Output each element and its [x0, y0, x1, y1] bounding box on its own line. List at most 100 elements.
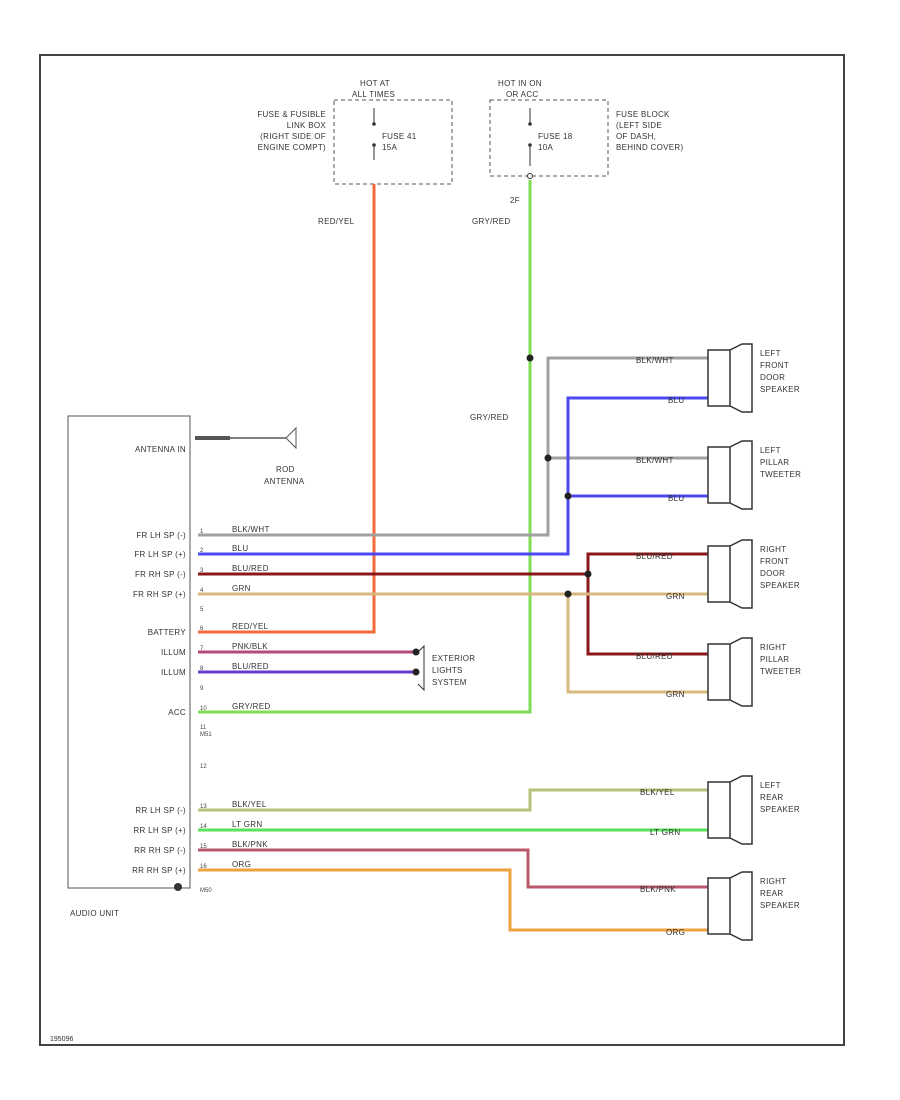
fuse-41-name: FUSE 41: [382, 132, 417, 141]
pin-name: ILLUM: [161, 668, 186, 677]
wire-label-org: ORG: [666, 928, 685, 937]
speaker-label: PILLAR: [760, 655, 789, 664]
wire-blu: [198, 396, 708, 556]
pin-number: 16: [200, 864, 207, 870]
fuse-41-outline: [333, 99, 453, 185]
pin-number: 12: [200, 764, 207, 770]
speaker-label: LEFT: [760, 446, 781, 455]
wire-org: [198, 868, 708, 932]
fuse-18-amps: 10A: [538, 143, 553, 152]
fuse-18-location-2: (LEFT SIDE: [616, 121, 662, 130]
footer-code: 195096: [50, 1036, 73, 1043]
speaker-label: SPEAKER: [760, 901, 800, 910]
splice-blu: [564, 492, 572, 500]
fuse-18-outline: [489, 99, 609, 177]
wire-label-blu-red-1: BLU/RED: [636, 552, 673, 561]
ground-terminal: [174, 883, 182, 891]
rod-antenna-label-1: ROD: [276, 465, 295, 474]
pin-number: 11: [200, 725, 207, 731]
pin-name: BATTERY: [148, 628, 187, 637]
pin-number: 6: [200, 626, 204, 632]
diagram-frame: [39, 54, 845, 1046]
speaker-icon: [707, 343, 753, 413]
fuse-18-location-3: OF DASH,: [616, 132, 656, 141]
wire-blk-yel: [198, 788, 708, 812]
speaker-label: SPEAKER: [760, 385, 800, 394]
pin-wire-label: LT GRN: [232, 820, 262, 829]
exterior-lights: EXTERIOR LIGHTS SYSTEM: [417, 644, 475, 692]
exterior-lights-label-2: LIGHTS: [432, 666, 463, 675]
speaker-label: RIGHT: [760, 643, 786, 652]
speaker-label: TWEETER: [760, 470, 801, 479]
wire-label-blk-pnk: BLK/PNK: [640, 885, 676, 894]
pin-number: 10: [200, 706, 207, 712]
pin-number: 4: [200, 588, 204, 594]
pin-number: 13: [200, 804, 207, 810]
speaker-label: REAR: [760, 889, 783, 898]
splice-blu-red-illum: [412, 668, 420, 676]
wire-label-grn-2: GRN: [666, 690, 685, 699]
pin-number: 14: [200, 824, 207, 830]
speaker-label: DOOR: [760, 569, 785, 578]
pin-wire-label: PNK/BLK: [232, 642, 268, 651]
pin-number: 9: [200, 686, 204, 692]
wire-blk-pnk: [198, 848, 708, 889]
pin-wire-label: RED/YEL: [232, 622, 269, 631]
speaker-icon: [707, 637, 753, 707]
pin-name: RR LH SP (-): [135, 806, 186, 815]
speaker-label: SPEAKER: [760, 581, 800, 590]
fuse-41-location-1: FUSE & FUSIBLE: [257, 110, 326, 119]
antenna-icon: [285, 426, 297, 450]
wires: [198, 180, 708, 932]
pin-number: 7: [200, 646, 204, 652]
wire-label-lt-grn: LT GRN: [650, 828, 680, 837]
fuse-18-hot-label-2: OR ACC: [506, 90, 538, 99]
splice-blk-wht: [544, 454, 552, 462]
speaker-label: LEFT: [760, 349, 781, 358]
pin-name: FR RH SP (-): [135, 570, 186, 579]
speaker-label: LEFT: [760, 781, 781, 790]
rod-antenna-label-2: ANTENNA: [264, 477, 305, 486]
fuse-18-location-4: BEHIND COVER): [616, 143, 683, 152]
fuse-18-contact-bottom: [528, 143, 532, 147]
fuse-41-hot-label-2: ALL TIMES: [352, 90, 395, 99]
pin-name: FR LH SP (-): [136, 531, 186, 540]
pin-wire-label: BLU/RED: [232, 564, 269, 573]
wire-label-gry-red-top: GRY/RED: [472, 217, 510, 226]
speaker-label: SPEAKER: [760, 805, 800, 814]
pin-wire-label: BLK/WHT: [232, 525, 270, 534]
wire-label-gry-red-mid: GRY/RED: [470, 413, 508, 422]
fuse-41-location-4: ENGINE COMPT): [258, 143, 326, 152]
pin-name: ACC: [168, 708, 186, 717]
exterior-lights-bracket: [417, 644, 425, 692]
fuse-41-contact-bottom: [372, 143, 376, 147]
pin-name: RR LH SP (+): [133, 826, 186, 835]
fuse-18-hot-label: HOT IN ON: [498, 79, 542, 88]
exterior-lights-label-1: EXTERIOR: [432, 654, 475, 663]
wire-label-blu-1: BLU: [668, 396, 684, 405]
speakers: LEFTFRONTDOORSPEAKERLEFTPILLARTWEETERRIG…: [707, 343, 801, 941]
fuse-41-box: HOT AT ALL TIMES FUSE 41 15A FUSE & FUSI…: [257, 79, 453, 185]
wire-red-yel: [198, 184, 376, 634]
splices: [412, 354, 592, 676]
pin-number: 8: [200, 666, 204, 672]
splice-blu-red: [584, 570, 592, 578]
pin-number: 15: [200, 844, 207, 850]
wire-blk-wht: [198, 356, 708, 537]
pin-wire-label: ORG: [232, 860, 251, 869]
splice-pnk-blk: [412, 648, 420, 656]
fuse-18-name: FUSE 18: [538, 132, 573, 141]
pin-name: FR RH SP (+): [133, 590, 186, 599]
wire-label-blk-wht-2: BLK/WHT: [636, 456, 674, 465]
splice-label-2f: 2F: [510, 196, 520, 205]
wire-label-blk-wht-1: BLK/WHT: [636, 356, 674, 365]
pin-wire-label: BLK/YEL: [232, 800, 267, 809]
pin-wire-label: BLU/RED: [232, 662, 269, 671]
speaker-wire-labels: BLK/WHT BLU BLK/WHT BLU BLU/RED GRN BLU/…: [636, 356, 685, 937]
